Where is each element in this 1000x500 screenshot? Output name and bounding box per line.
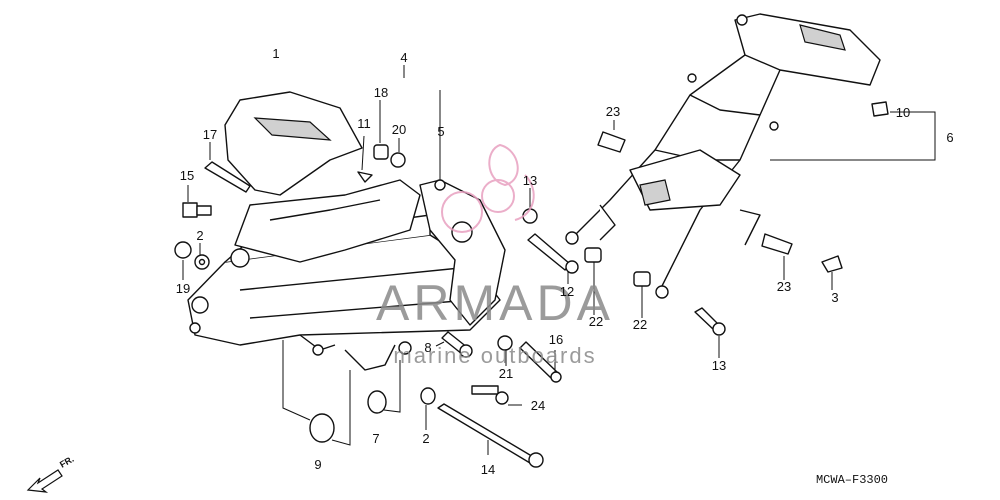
- part-label-12: 12: [560, 284, 574, 299]
- part-label-19: 19: [176, 281, 190, 296]
- main-frame-drawing: [187, 179, 506, 371]
- watermark-tagline: marine outboards: [393, 343, 596, 368]
- part-label-9: 9: [314, 457, 321, 472]
- watermark-logo-icon: [441, 143, 535, 233]
- part-label-10: 10: [896, 105, 910, 120]
- part-label-22-left: 22: [589, 314, 603, 329]
- part-label-14: 14: [481, 462, 495, 477]
- part-label-7: 7: [372, 431, 379, 446]
- part-labels: 1 4 18 11 20 5 17 15 2 19 13 23 10 6 23 …: [176, 46, 954, 477]
- part-label-21: 21: [499, 366, 513, 381]
- part-label-22-right: 22: [633, 317, 647, 332]
- part-label-11: 11: [357, 116, 371, 131]
- part-label-17: 17: [203, 127, 217, 142]
- part-label-15: 15: [180, 168, 194, 183]
- part-label-4: 4: [400, 50, 407, 65]
- part-label-6: 6: [946, 130, 953, 145]
- part-label-23-lower: 23: [777, 279, 791, 294]
- part-label-1: 1: [272, 46, 279, 61]
- part-label-20: 20: [392, 122, 406, 137]
- part-label-3: 3: [831, 290, 838, 305]
- front-direction-arrow-icon: FR.: [26, 454, 76, 493]
- part-label-13-upper: 13: [523, 173, 537, 188]
- part-label-18: 18: [374, 85, 388, 100]
- part-label-2-upper: 2: [196, 228, 203, 243]
- part-label-8: 8: [424, 340, 431, 355]
- part-label-24: 24: [531, 398, 545, 413]
- watermark-brand: ARMADA: [376, 275, 614, 331]
- direction-label: FR.: [58, 454, 76, 470]
- part-label-16: 16: [549, 332, 563, 347]
- watermark: ARMADA marine outboards: [376, 143, 614, 368]
- part-label-2-lower: 2: [422, 431, 429, 446]
- part-label-13-lower: 13: [712, 358, 726, 373]
- diagram-code: MCWA–F3300: [816, 473, 888, 487]
- part-label-23-upper: 23: [606, 104, 620, 119]
- leader-lines: [182, 65, 936, 455]
- part-label-5: 5: [437, 124, 444, 139]
- subframe-drawing: [565, 13, 881, 299]
- cover-panel-drawing: [224, 91, 363, 196]
- hardware-drawings: [174, 101, 889, 468]
